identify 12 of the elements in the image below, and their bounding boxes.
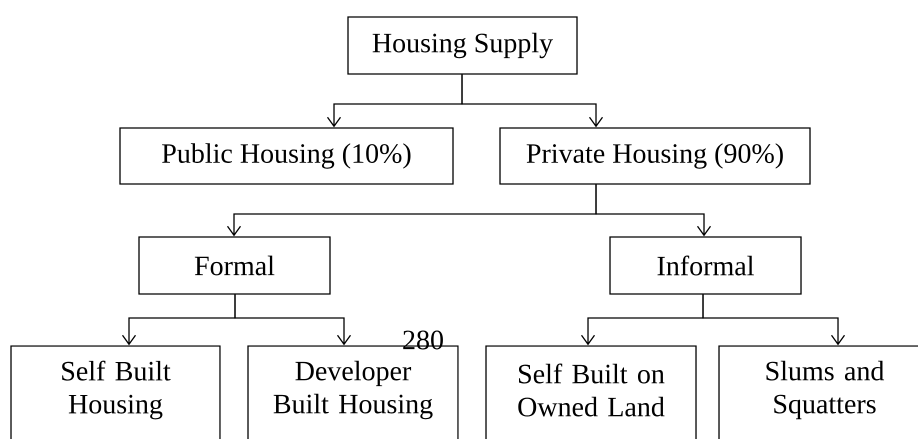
arrow	[702, 294, 846, 346]
category-box: Self Built Housing	[10, 345, 221, 439]
category-box: Private Housing (90%)	[499, 127, 811, 185]
category-box: Housing Supply	[347, 16, 578, 75]
arrow	[234, 294, 352, 346]
category-box: Self Built on Owned Land	[485, 345, 697, 439]
category-box: Formal	[138, 236, 331, 295]
category-box: Public Housing (10%)	[119, 127, 454, 185]
arrow	[595, 184, 712, 236]
category-box: Slums and Squatters	[718, 345, 918, 439]
category-box: Informal	[609, 236, 802, 295]
arrow	[461, 74, 604, 128]
